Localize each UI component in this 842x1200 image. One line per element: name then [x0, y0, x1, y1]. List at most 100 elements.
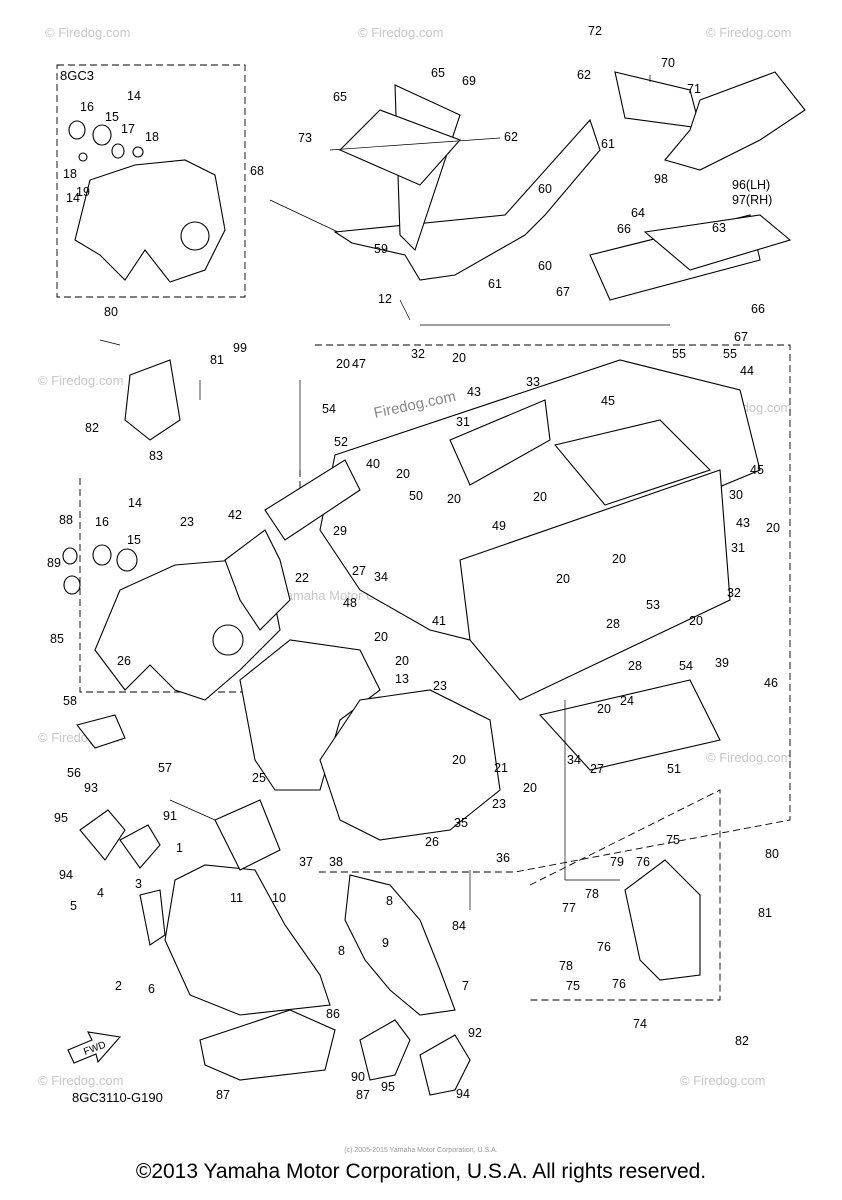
callout: 27	[352, 564, 366, 578]
callout: 4	[97, 886, 104, 900]
bracket-7	[344, 874, 456, 1016]
callout: 16	[80, 100, 94, 114]
rear-frame-59	[333, 118, 601, 281]
callout: 66	[617, 222, 631, 236]
bearing-housing	[212, 624, 244, 656]
mount-90	[359, 1019, 411, 1081]
callout: 31	[731, 541, 745, 555]
callout: 54	[679, 659, 693, 673]
watermark: © Firedog.com	[38, 1073, 123, 1088]
callout: 96(LH)	[732, 178, 770, 192]
front-suspension	[76, 714, 471, 1096]
plate-52	[264, 459, 361, 541]
callout: 72	[588, 24, 602, 38]
callout: 40	[366, 457, 380, 471]
callout: 34	[374, 570, 388, 584]
callout: 43	[467, 385, 481, 399]
callout: 55	[672, 347, 686, 361]
inset-frame	[56, 64, 246, 298]
callout: 62	[504, 130, 518, 144]
callout-labels: 1 2 3 4 5 6 7 8 8 9 10 11 12 13 14 14 14…	[47, 24, 780, 1102]
bearing-15	[92, 124, 112, 146]
callout: 84	[452, 919, 466, 933]
callout: 38	[329, 855, 343, 869]
small-copyright: (c) 2005-2015 Yamaha Motor Corporation, …	[344, 1147, 498, 1154]
callout: 1	[176, 841, 183, 855]
callout: 97(RH)	[732, 193, 772, 207]
callout: 23	[492, 797, 506, 811]
callout: 20	[612, 552, 626, 566]
strut-3	[139, 889, 166, 946]
callout: 65	[333, 90, 347, 104]
callout: 37	[299, 855, 313, 869]
side-cover-96-97	[664, 71, 806, 171]
crankcase-cover-inset	[74, 159, 226, 283]
callout: 74	[633, 1017, 647, 1031]
callout: 26	[117, 654, 131, 668]
callout: 50	[409, 489, 423, 503]
heat-exchanger-25	[239, 639, 381, 791]
callout: 14	[127, 89, 141, 103]
front-frame-1	[164, 864, 331, 1016]
callout: 95	[54, 811, 68, 825]
callout: 26	[425, 835, 439, 849]
seal-17	[111, 143, 125, 159]
callout: 47	[352, 357, 366, 371]
callout: 90	[351, 1070, 365, 1084]
callout: 53	[646, 598, 660, 612]
callout: 69	[462, 74, 476, 88]
callout: 6	[148, 982, 155, 996]
callout: 95	[381, 1080, 395, 1094]
bracket-22	[224, 529, 291, 631]
callout: 62	[577, 68, 591, 82]
figure-code: 8GC3110-G190	[72, 1090, 163, 1105]
callout: 49	[492, 519, 506, 533]
callout: 99	[233, 341, 247, 355]
fwd-arrow-icon	[67, 1031, 122, 1064]
left-region	[79, 478, 295, 693]
callout: 8	[338, 944, 345, 958]
callout: 32	[411, 347, 425, 361]
watermark: © Firedog.com	[680, 1073, 765, 1088]
inset-8gc3: 8GC3	[56, 64, 246, 298]
callout: 18	[63, 167, 77, 181]
callout: 54	[322, 402, 336, 416]
model-code-label: 8GC3	[60, 68, 94, 83]
bracket-33	[449, 399, 551, 486]
callout: 89	[47, 556, 61, 570]
tunnel-cutout	[554, 419, 712, 506]
callout: 14	[66, 191, 80, 205]
callout: 68	[250, 164, 264, 178]
callout: 66	[751, 302, 765, 316]
callout: 98	[654, 172, 668, 186]
callout: 45	[750, 463, 764, 477]
mount-93	[79, 809, 126, 861]
callout: 81	[758, 906, 772, 920]
callout: 87	[356, 1088, 370, 1102]
callout: 32	[727, 586, 741, 600]
callout: 77	[562, 901, 576, 915]
seal-89	[63, 575, 81, 595]
callout: 94	[59, 868, 73, 882]
callout: 60	[538, 182, 552, 196]
callout: 83	[149, 449, 163, 463]
watermark: © Firedog.com	[358, 25, 443, 40]
callout: 78	[559, 959, 573, 973]
callout: 79	[610, 855, 624, 869]
callout: 88	[59, 513, 73, 527]
callout: 36	[496, 851, 510, 865]
callout: 20	[766, 521, 780, 535]
plate-63	[643, 214, 792, 271]
bracket-56	[76, 714, 126, 749]
bearing-housing	[180, 221, 210, 251]
fwd-arrow: FWD	[67, 1031, 122, 1064]
heat-exchanger-group	[239, 639, 501, 841]
front-frame	[62, 359, 291, 701]
bulkhead-13	[319, 689, 501, 841]
mount-92	[419, 1034, 471, 1096]
callout: 20	[452, 753, 466, 767]
callout: 34	[567, 753, 581, 767]
callout: 16	[95, 515, 109, 529]
callout: 80	[104, 305, 118, 319]
